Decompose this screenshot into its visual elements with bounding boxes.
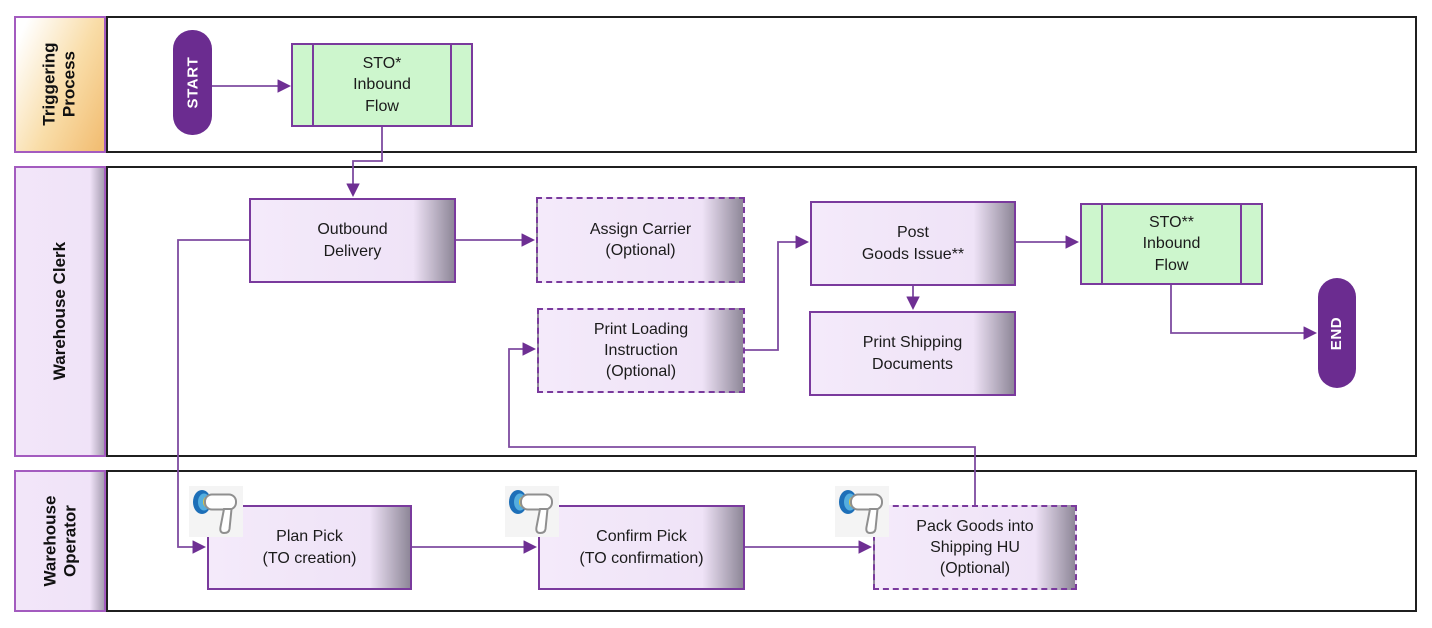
- node-label-line: (Optional): [605, 363, 677, 381]
- start-label: START: [184, 56, 202, 109]
- node-label-line: Goods Issue**: [861, 245, 965, 263]
- node-label-line: Post: [896, 224, 929, 242]
- node-confirm-pick: Confirm Pick (TO confirmation): [538, 505, 745, 590]
- node-label-line: Instruction: [604, 341, 678, 359]
- node-post-goods-issue: Post Goods Issue**: [810, 201, 1016, 286]
- connector-pack-goods-to-print-loading: [508, 342, 976, 505]
- node-label-line: Plan Pick: [276, 528, 343, 546]
- connector-sto2-to-end: [1170, 285, 1318, 340]
- node-sto-inbound-flow-1: STO* Inbound Flow: [291, 43, 473, 127]
- subprocess-marker-left: [312, 45, 314, 125]
- barcode-scanner-icon: [505, 486, 559, 537]
- end-label: END: [1328, 316, 1346, 350]
- node-label-line: Print Loading: [593, 320, 689, 338]
- subprocess-marker-right: [450, 45, 452, 125]
- node-label-line: STO*: [362, 55, 402, 73]
- connector-outbound-to-plan-pick: [177, 239, 249, 554]
- node-pack-goods-into-shipping-hu: Pack Goods into Shipping HU (Optional): [873, 505, 1077, 590]
- start-terminator: START: [173, 30, 212, 135]
- end-terminator: END: [1318, 278, 1356, 388]
- node-label-line: Assign Carrier: [589, 220, 692, 238]
- node-label-line: (TO creation): [262, 549, 357, 567]
- node-label-line: (Optional): [939, 560, 1011, 578]
- node-label-line: Flow: [365, 97, 399, 115]
- node-label-line: Inbound: [353, 76, 411, 94]
- node-label-line: Delivery: [323, 242, 382, 260]
- node-label-line: Documents: [872, 355, 953, 373]
- node-assign-carrier: Assign Carrier (Optional): [536, 197, 745, 283]
- node-outbound-delivery: Outbound Delivery: [249, 198, 456, 283]
- barcode-scanner-icon: [835, 486, 889, 537]
- lane-label-warehouse-operator: Warehouse Operator: [14, 470, 106, 612]
- node-sto-inbound-flow-2: STO** Inbound Flow: [1080, 203, 1263, 285]
- subprocess-marker-left: [1101, 205, 1103, 283]
- node-label-line: Shipping HU: [930, 538, 1020, 556]
- lane-label-triggering-process: Triggering Process: [14, 16, 106, 153]
- node-label-line: Flow: [1154, 256, 1189, 274]
- node-print-loading-instruction: Print Loading Instruction (Optional): [537, 308, 745, 393]
- connector-sto1-to-outbound-delivery: [346, 127, 383, 198]
- node-label-line: Print Shipping: [862, 334, 963, 352]
- connector-print-loading-to-post-goods-issue: [745, 235, 810, 351]
- barcode-scanner-icon: [189, 486, 243, 537]
- node-print-shipping-documents: Print Shipping Documents: [809, 311, 1016, 396]
- node-label-line: (Optional): [605, 242, 676, 259]
- node-label-line: Confirm Pick: [596, 528, 687, 546]
- subprocess-marker-right: [1240, 205, 1242, 283]
- node-label-line: Pack Goods into: [916, 517, 1034, 535]
- lane-label-warehouse-clerk: Warehouse Clerk: [14, 166, 106, 457]
- node-label-line: (TO confirmation): [579, 549, 704, 567]
- node-label-line: Outbound: [317, 221, 388, 239]
- node-label-line: STO**: [1148, 214, 1195, 232]
- node-label-line: Inbound: [1142, 235, 1201, 253]
